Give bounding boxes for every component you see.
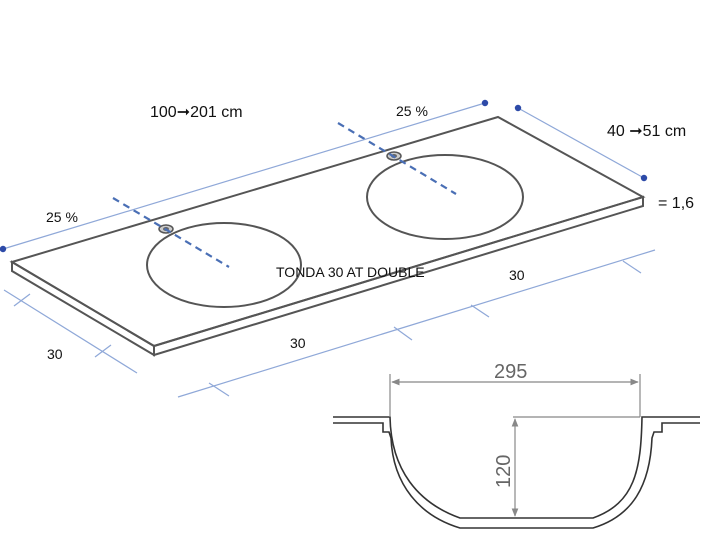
dim-right-label: 30 bbox=[509, 267, 525, 283]
countertop-side-edge bbox=[153, 195, 644, 357]
depth-dimension bbox=[514, 104, 648, 182]
length-label: 100➞201 cm bbox=[150, 104, 243, 121]
length-dimension bbox=[0, 99, 489, 253]
depth-dim-point-start bbox=[514, 104, 522, 112]
basin-right bbox=[366, 154, 524, 240]
countertop bbox=[9, 115, 646, 357]
depth-label: 40 ➞51 cm bbox=[607, 123, 686, 140]
section-inner-profile bbox=[333, 416, 700, 519]
dim-front-line bbox=[177, 249, 656, 398]
percent-left-label: 25 % bbox=[46, 209, 78, 225]
product-label: TONDA 30 AT DOUBLE bbox=[276, 264, 425, 280]
axis-right bbox=[337, 122, 457, 195]
section-width-label: 295 bbox=[494, 361, 527, 383]
basin-cross-section bbox=[333, 374, 700, 529]
percent-right-label: 25 % bbox=[396, 103, 428, 119]
countertop-top-face bbox=[9, 115, 646, 348]
basin-left bbox=[146, 222, 302, 308]
length-dim-point-end bbox=[481, 99, 489, 107]
section-depth-label: 120 bbox=[493, 455, 515, 488]
axis-left bbox=[112, 197, 230, 268]
section-outer-profile bbox=[333, 422, 700, 529]
dim-left-line bbox=[3, 289, 138, 374]
dim-front-label: 30 bbox=[290, 335, 306, 351]
depth-dim-point-end bbox=[640, 174, 648, 182]
dim-left-label: 30 bbox=[47, 346, 63, 362]
length-dim-point-start bbox=[0, 245, 7, 253]
thickness-label: = 1,6 bbox=[658, 195, 694, 212]
